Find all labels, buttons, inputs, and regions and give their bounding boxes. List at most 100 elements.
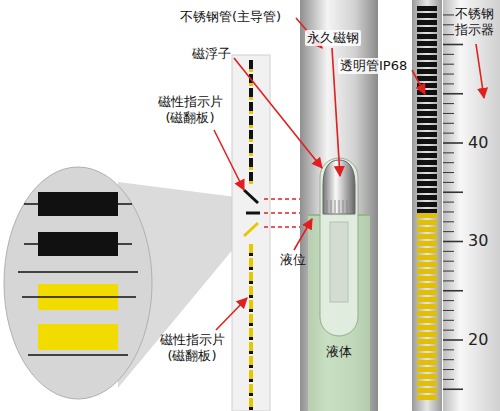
flap-dash [249,167,253,170]
part-label: 永久磁钢 [305,30,361,46]
flap-dash [249,393,253,396]
tube-flap [417,388,437,393]
scale-tick [443,34,454,35]
flap-dash [249,116,253,125]
scale-tick [443,339,463,341]
scale-tick [443,241,463,243]
tube-flap [417,195,437,200]
scale-tick [443,290,463,292]
tube-flaps [417,6,437,400]
flap-dash [249,125,253,128]
part-label: 液体 [326,344,352,360]
scale-tick [443,172,454,173]
flap-dash [249,244,253,253]
scale-tick [443,14,454,15]
tube-flap [417,20,437,25]
tube-flap [417,13,437,18]
tube-flap [417,346,437,351]
tube-flap [417,367,437,372]
tube-flap [417,188,437,193]
scale-tick [443,261,454,262]
scale-tick [443,379,454,380]
scale-tick [443,359,454,360]
tube-flap [417,132,437,137]
tube-flap [417,283,437,288]
part-label: 磁性指示片 (磁翻板) [150,332,234,365]
tube-flap [417,6,437,11]
flap-dash [249,144,253,153]
part-label: 磁浮子 [192,46,231,62]
tube-flap [417,167,437,172]
flap-dash [249,88,253,97]
tube-flap [417,234,437,239]
tube-flap [417,255,437,260]
flap-dash [249,398,253,407]
scale-tick [443,24,454,25]
tube-flap [417,262,437,267]
tube-flap [417,76,437,81]
flap-dash [249,272,253,281]
tube-flap [417,220,437,225]
tube-flap [417,90,437,95]
flap-dash [249,342,253,351]
flap-dash [249,384,253,393]
scale-tick [443,103,454,104]
tube-flap [417,27,437,32]
zoom-flaps [18,192,138,355]
magnet-ribs [327,200,351,213]
float [320,158,358,336]
tube-flap [417,227,437,232]
scale-tick [443,191,463,193]
tube-flap [417,111,437,116]
flap-dash [249,328,253,337]
scale-tick [443,221,454,222]
flap-dash [249,158,253,167]
flap-dash [249,153,253,156]
scale-tick [443,113,454,114]
scale-tick [443,44,463,46]
scale-tick [443,152,454,153]
scale-tick [443,83,454,84]
flap-dash [249,97,253,100]
flap-dash [249,337,253,340]
flap-dashes [249,60,253,410]
scale-tick [443,211,454,212]
scale-tick [443,93,463,95]
tube-flap [417,181,437,186]
float-core [330,222,348,302]
part-label: 液位 [280,252,306,268]
flap-dash [249,102,253,111]
flap-dash [249,130,253,139]
part-label: 透明管IP68 [338,58,409,74]
flap-dash [249,281,253,284]
scale-tick [443,231,454,232]
scale-tick [443,142,463,144]
scale-number: 40 [468,133,488,153]
flap-dash [249,60,253,69]
flap-dash [249,83,253,86]
scale-ticks [443,15,463,389]
scale-tick [443,300,454,301]
tube-flap [417,202,437,207]
scale-tick [443,369,454,370]
scale-tick [443,162,454,163]
flap-dash [249,181,253,184]
scale-number: 30 [468,231,488,251]
part-label: 磁性指示片 (磁翻板) [148,94,232,127]
scale-tick [443,182,454,183]
tube-flap [417,290,437,295]
tube-flap [417,297,437,302]
turning-flaps [244,190,260,236]
tube-flap [417,269,437,274]
tube-flap [417,374,437,379]
flap-dash [249,286,253,295]
tube-flap [417,276,437,281]
scale-tick [443,123,454,124]
flap-dash [249,295,253,298]
part-label: 不锈钢管(主导管) [180,9,281,25]
flap-dash [249,111,253,114]
tube-flap [417,48,437,53]
scale-tick [443,388,463,390]
